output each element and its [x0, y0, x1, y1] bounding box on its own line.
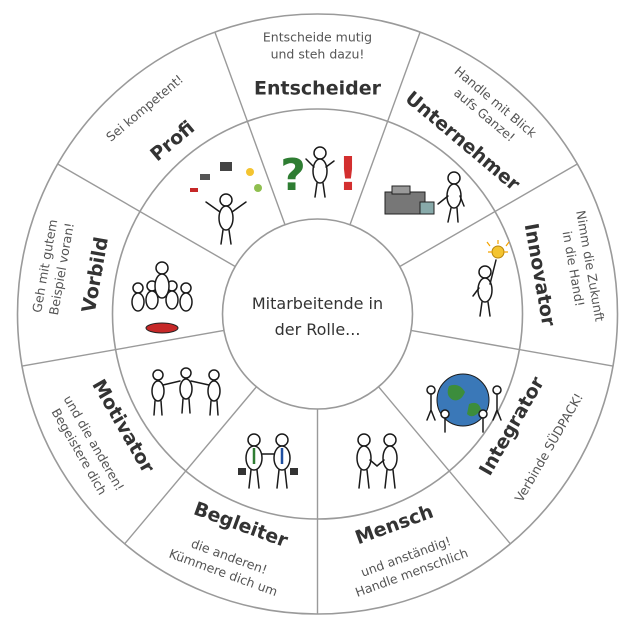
segment-illustrations: ? !	[131, 146, 510, 489]
center-label-line-1: Mitarbeitende in	[252, 294, 383, 313]
people-cheering-icon	[151, 367, 221, 416]
vorbild-role-label: Vorbild	[78, 235, 113, 314]
people-group-icon	[426, 385, 502, 433]
segment-divider	[57, 163, 236, 268]
wheel-spokes	[21, 31, 614, 614]
innovator-illustration	[472, 240, 510, 317]
segment-texts: Entscheider Entscheide mutig und steh dazu…	[29, 30, 607, 600]
entscheider-motto-line-1: Entscheide mutig	[263, 30, 372, 45]
unternehmer-illustration	[384, 171, 465, 223]
mensch-illustration	[356, 433, 398, 489]
crowd-icon	[131, 261, 193, 334]
entscheider-motto-line-2: und steh dazu!	[271, 47, 365, 62]
innovator-role-label: Innovator	[520, 222, 560, 329]
person-juggling-icon	[205, 193, 247, 245]
profi-role-label: Profi	[146, 117, 199, 166]
lightbulb-icon	[486, 240, 510, 259]
inner-ring	[221, 218, 414, 410]
handshake-icon	[356, 433, 398, 489]
segment-divider	[21, 329, 225, 367]
segment-divider	[410, 329, 614, 367]
segment-divider	[378, 386, 511, 545]
begleiter-illustration	[238, 433, 298, 489]
tools-icon	[190, 162, 262, 192]
segment-divider	[349, 31, 421, 225]
exclamation-mark-icon: !	[338, 147, 359, 201]
two-people-icon	[238, 433, 298, 489]
motivator-illustration	[151, 367, 221, 416]
segment-divider	[124, 386, 257, 545]
center-label: Mitarbeitende in der Rolle...	[252, 294, 383, 339]
machinery-icon	[384, 185, 435, 215]
person-icon	[437, 171, 465, 223]
segment-divider	[399, 163, 578, 268]
vorbild-illustration	[131, 261, 193, 334]
globe-icon	[436, 373, 490, 427]
person-icon	[472, 259, 497, 317]
question-mark-icon: ?	[280, 150, 306, 201]
segment-divider	[214, 31, 286, 225]
entscheider-illustration: ? !	[280, 146, 359, 201]
entscheider-role-label: Entscheider	[254, 78, 382, 100]
integrator-illustration	[426, 373, 502, 433]
profi-illustration	[190, 162, 262, 245]
person-icon	[305, 146, 335, 198]
center-label-line-2: der Rolle...	[275, 320, 361, 339]
